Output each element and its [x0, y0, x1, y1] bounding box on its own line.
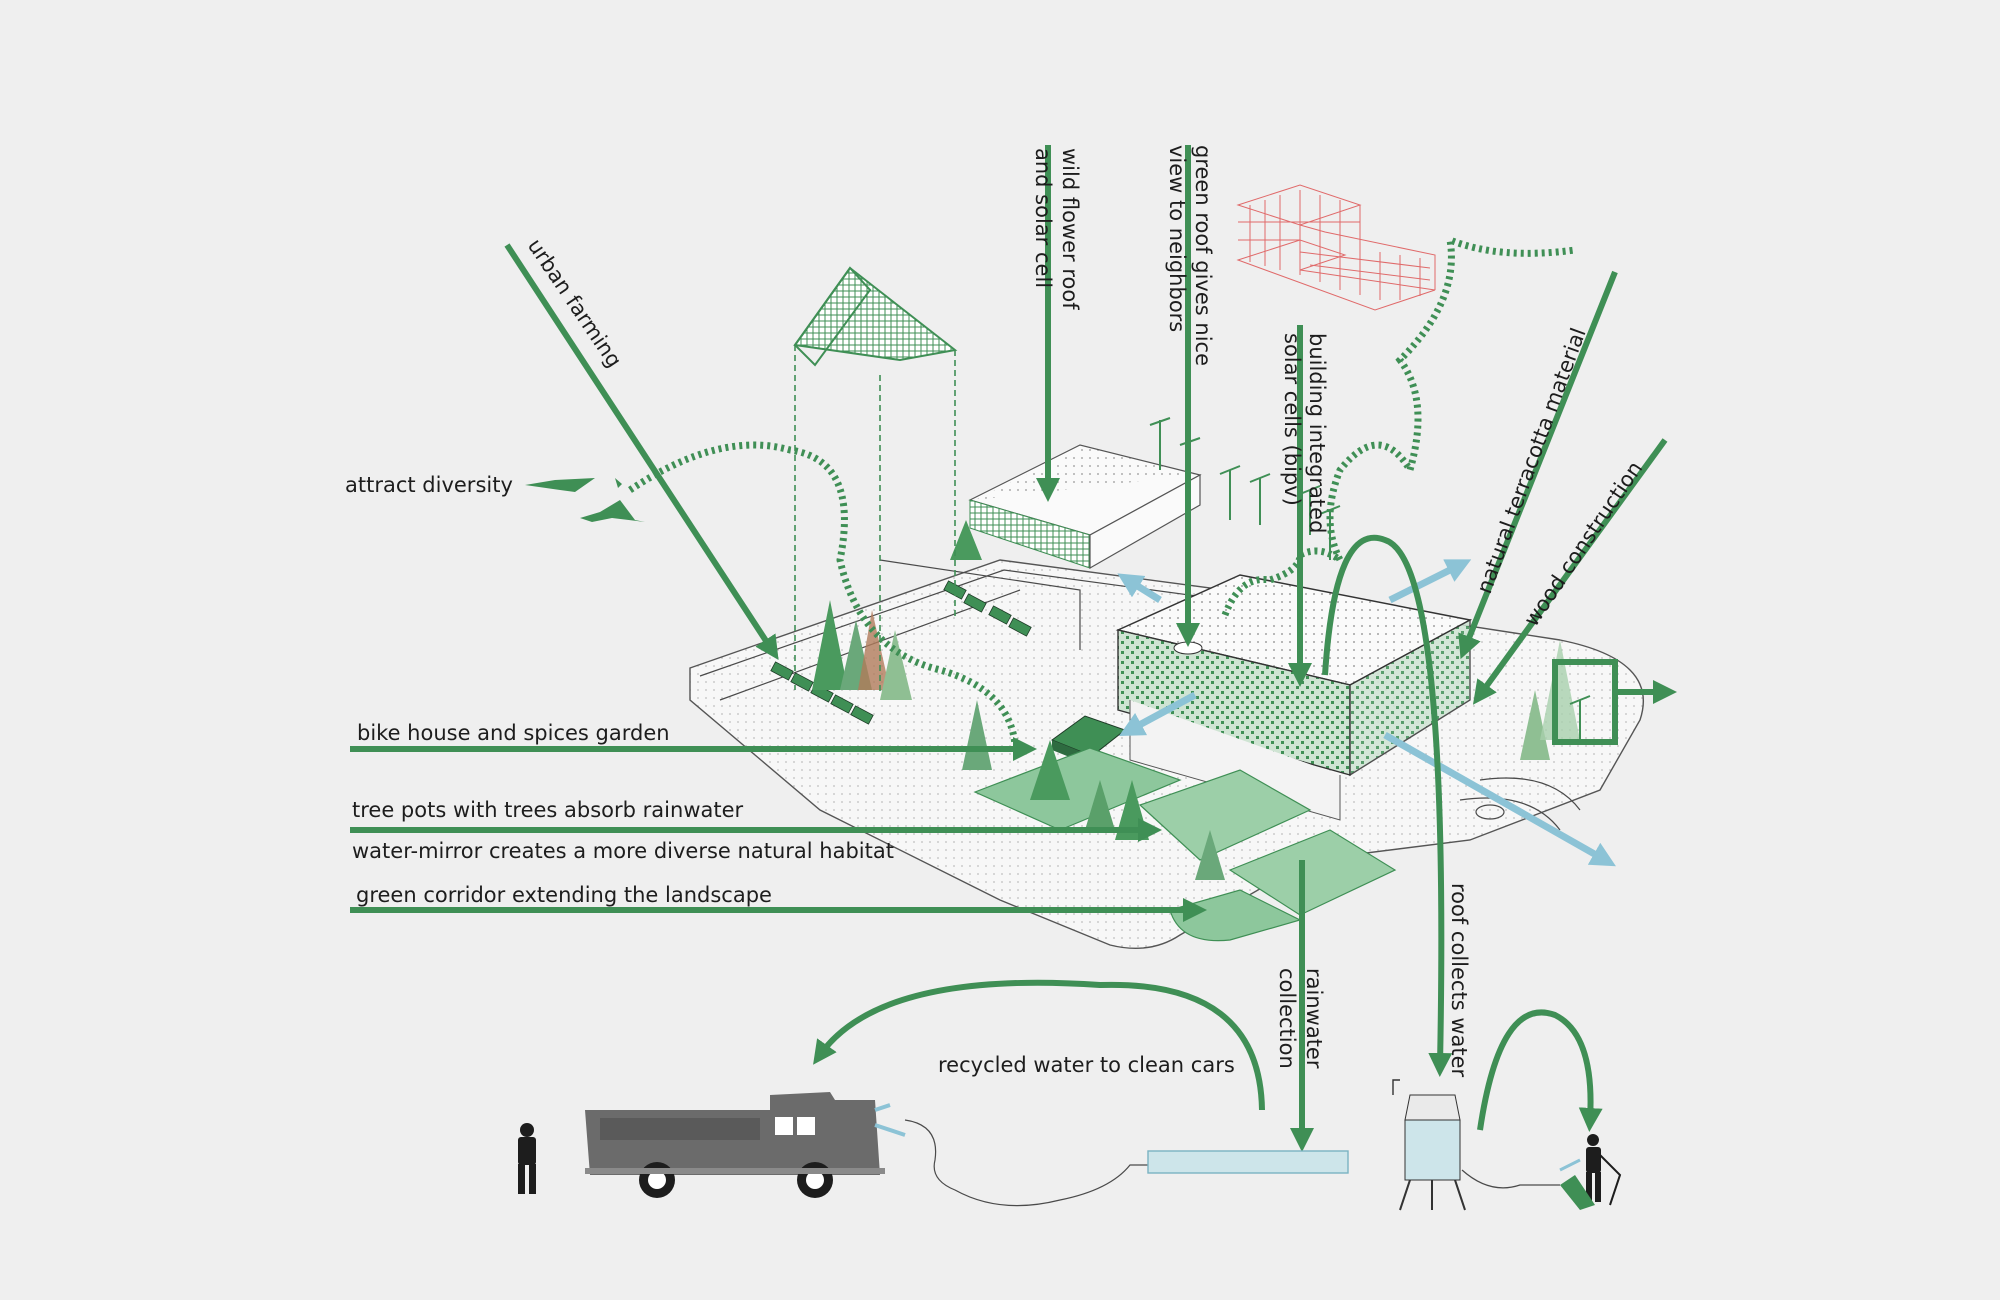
arrow-recycled-water: [813, 979, 1265, 1111]
site-path-line: [879, 559, 1081, 650]
annotation-arrows: [350, 145, 1677, 1152]
label-green-roof-2: view to neighbors: [1165, 145, 1189, 332]
label-recycled-water: recycled water to clean cars: [938, 1053, 1235, 1077]
arrow-wood-construction: [1472, 438, 1668, 705]
hose-2: [1461, 1169, 1560, 1189]
arrow-reuse-water: [1477, 1009, 1603, 1132]
arrow-roof-water: [1322, 534, 1453, 1077]
fire-truck: [585, 1092, 885, 1198]
wildflower-building: [968, 444, 1202, 570]
airflow-arrow: [1383, 731, 1616, 867]
label-wild-flower-roof-2: and solar cell: [1031, 148, 1055, 288]
label-bipv-1: building integrated: [1305, 333, 1329, 533]
detail-box: [1552, 659, 1618, 745]
site-ring: [1475, 804, 1505, 820]
plant-pot-icon: [1560, 1175, 1595, 1210]
airflow-arrow: [1388, 559, 1472, 604]
label-rainwater-2: collection: [1275, 968, 1299, 1069]
green-lawns: [973, 747, 1397, 942]
label-water-mirror: water-mirror creates a more diverse natu…: [352, 839, 894, 863]
water-tower: [1392, 1079, 1466, 1211]
rainwater-tank: [1147, 1150, 1349, 1174]
label-roof-collects-water: roof collects water: [1447, 883, 1471, 1078]
urban-farm-pavilion: [793, 266, 958, 695]
label-green-corridor: green corridor extending the landscape: [356, 883, 772, 907]
main-building: [1115, 574, 1473, 821]
label-attract-diversity: attract diversity: [345, 473, 513, 497]
label-tree-pots: tree pots with trees absorb rainwater: [352, 798, 744, 822]
label-wild-flower-roof-1: wild flower roof: [1058, 148, 1082, 310]
water-spray: [1559, 1158, 1581, 1172]
gardener-icon: [1586, 1134, 1622, 1206]
firefighter-icon: [518, 1123, 536, 1194]
airflow-arrow: [1118, 691, 1197, 736]
hose: [904, 1119, 1148, 1207]
trees: [812, 520, 1580, 880]
airflow-arrow: [1117, 573, 1162, 603]
arrow-urban-farming: [504, 243, 779, 661]
bird-icon: [525, 478, 645, 522]
bipv-grid: [1236, 184, 1436, 311]
label-bipv-2: solar cells (bipv): [1280, 333, 1304, 506]
arrow-terracotta: [1458, 270, 1618, 660]
label-rainwater-1: rainwater: [1302, 968, 1326, 1069]
label-green-roof-1: green roof gives nice: [1191, 145, 1215, 366]
airflow-arrows: [1117, 559, 1616, 867]
label-bike-house: bike house and spices garden: [357, 721, 670, 745]
label-wood-construction: wood construction: [1519, 457, 1647, 631]
parking-curve: [1459, 777, 1581, 831]
water-spray: [874, 1103, 906, 1137]
bird-flight-path: [628, 441, 1019, 746]
